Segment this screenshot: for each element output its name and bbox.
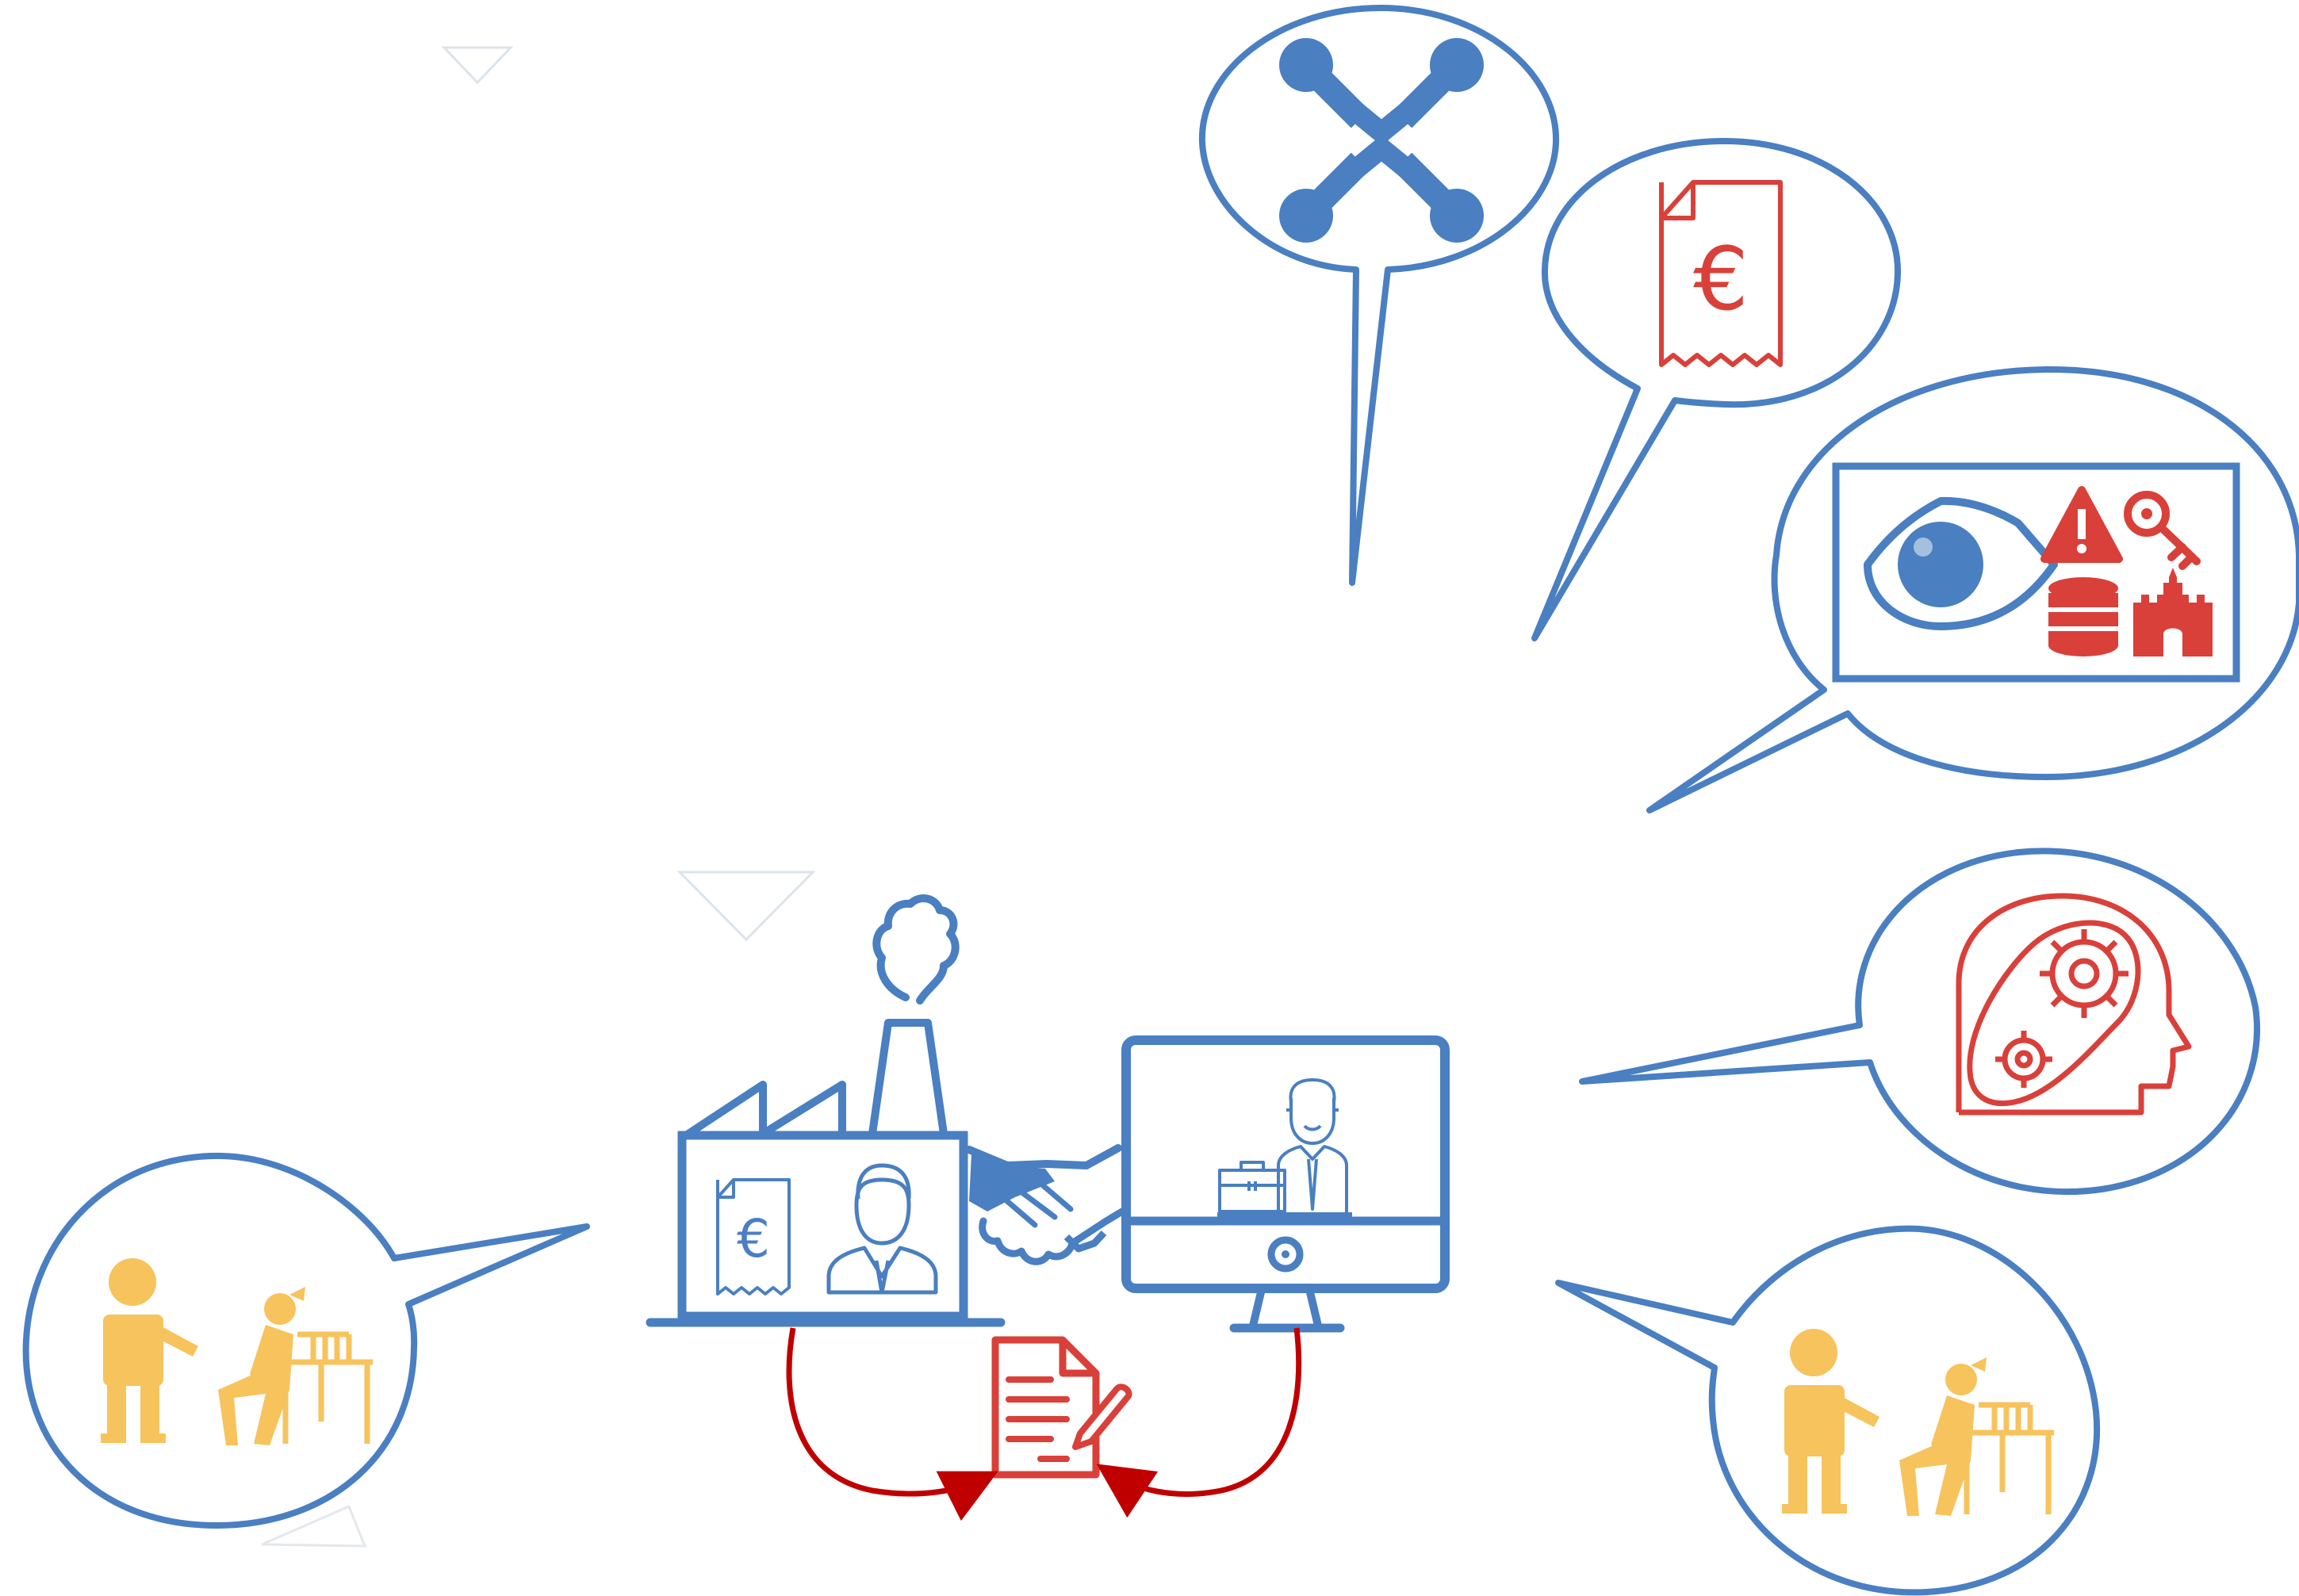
factory-euro-symbol: € xyxy=(737,1208,770,1269)
flow-arrow-factory-to-contract xyxy=(786,1327,998,1521)
joomla-logo-icon xyxy=(1279,38,1484,243)
flow-arrow-monitor-to-contract xyxy=(1096,1327,1302,1518)
castle-icon xyxy=(2133,568,2213,656)
warning-icon xyxy=(2040,486,2123,563)
contract-signing-icon xyxy=(991,1336,1132,1479)
factory-invoice-icon: € xyxy=(716,1178,791,1296)
businessman-avatar-icon xyxy=(826,1163,938,1295)
faint-triangle-top xyxy=(441,46,514,85)
speech-bubble-invoice xyxy=(1531,137,1902,641)
factory-icon xyxy=(646,894,1006,1327)
faint-triangle-middle xyxy=(676,871,816,942)
monitor-icon xyxy=(1121,1035,1450,1333)
gear-head-icon xyxy=(1956,893,2192,1116)
faint-decoration-bottom-left xyxy=(261,1505,367,1548)
employee-at-desk-icon xyxy=(1217,1078,1352,1217)
database-icon xyxy=(2048,577,2118,656)
eye-icon xyxy=(1864,496,2058,630)
euro-invoice-icon: € xyxy=(1659,180,1783,367)
invoice-euro-symbol: € xyxy=(1693,228,1749,330)
speech-bubble-training-left xyxy=(22,1152,590,1529)
speech-bubble-joomla xyxy=(1198,5,1560,586)
speech-bubble-ai-head xyxy=(1579,848,2260,1196)
security-panel xyxy=(1832,462,2240,683)
training-people-icon-left xyxy=(101,1258,373,1445)
key-icon xyxy=(2124,491,2201,570)
training-people-icon xyxy=(1782,1329,2054,1516)
handshake-icon xyxy=(965,1144,1126,1265)
